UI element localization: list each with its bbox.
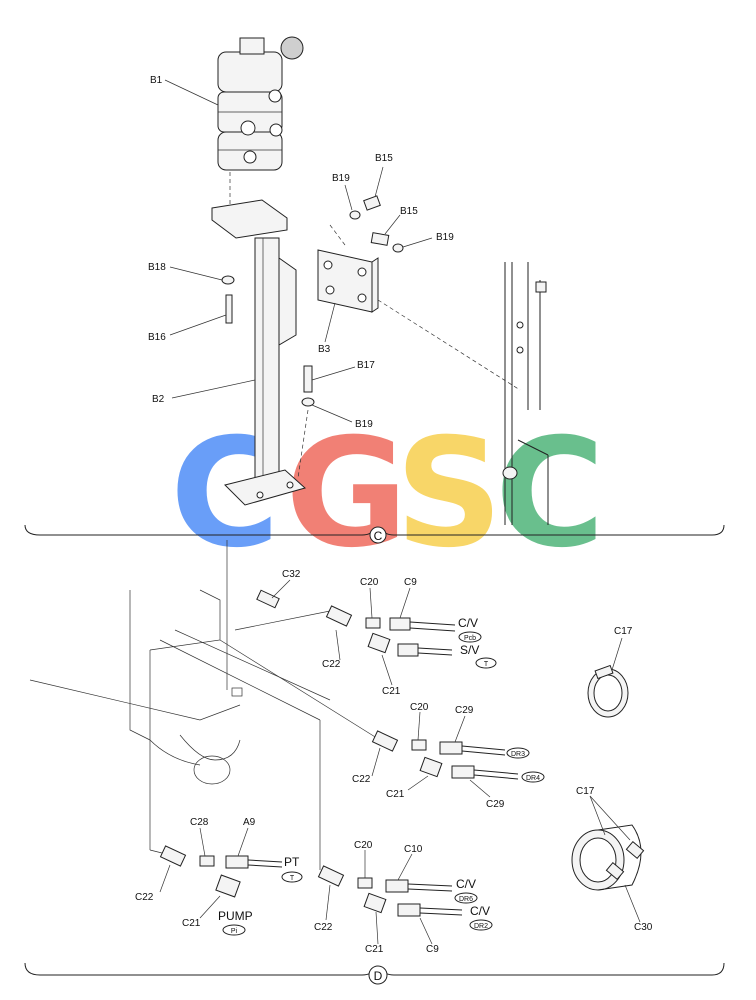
fittings-row1 [325,605,456,657]
label-b2: B2 [152,394,165,405]
label-dr2: DR2 [474,923,488,930]
pipe-bracket [278,257,297,346]
section-label-c: C [374,529,383,543]
label-b19-bottom: B19 [355,419,373,430]
label-c9-2: C9 [426,944,439,955]
label-c21-4: C21 [365,944,384,955]
label-b1: B1 [150,75,163,86]
label-c20-1: C20 [360,577,379,588]
label-pt: PT [284,855,300,869]
bolt-b15 [363,195,381,211]
stand-pipe-b2 [254,237,280,484]
label-c29-1: C29 [455,705,474,716]
fittings-row3 [159,845,283,898]
label-t-1: T [484,661,489,668]
label-c32: C32 [282,569,301,580]
label-b16: B16 [148,332,166,343]
label-pump: PUMP [218,909,253,923]
label-a9: A9 [243,817,256,828]
washer-b18 [221,275,235,285]
section-d-divider: D [24,962,725,985]
label-b17: B17 [357,360,375,371]
watermark-letter-3: S [395,407,503,581]
label-dr3: DR3 [511,751,525,758]
label-sv: S/V [460,643,479,657]
washer-b19 [349,210,361,220]
label-b15-top: B15 [375,153,393,164]
label-cv-2: C/V [456,877,476,891]
section-c-divider: C [24,524,725,544]
clamp-c17-small [587,664,629,718]
label-c22-3: C22 [135,892,154,903]
label-b19-top: B19 [332,173,350,184]
hose-c30-with-clamps [571,824,645,891]
base-plate [224,469,307,506]
label-b15-mid: B15 [400,206,418,217]
label-cv-3: C/V [470,904,490,918]
fitting-c32 [256,589,280,609]
fittings-row4 [317,865,463,917]
label-t-2: T [290,875,295,882]
label-c20-2: C20 [410,702,429,713]
upper-assembly: B1 B15 B19 B15 B19 B18 B16 B3 B17 B2 B19 [148,36,549,525]
watermark-letter-2: G [285,407,408,581]
label-c21-1: C21 [382,686,401,697]
fittings-row2 [371,730,519,780]
label-pcb: Pcb [464,635,476,642]
label-c17-2: C17 [576,786,595,797]
lower-assembly: C32 C20 C9 C/V Pcb C22 S/V T C21 C17 C20… [29,540,653,955]
label-c22-4: C22 [314,922,333,933]
section-label-d: D [374,969,383,983]
label-b3: B3 [318,344,331,355]
label-c21-3: C21 [182,918,201,929]
label-dr6: DR6 [459,896,473,903]
label-c20-3: C20 [354,840,373,851]
label-c17-1: C17 [614,626,633,637]
label-c28: C28 [190,817,209,828]
label-c9-1: C9 [404,577,417,588]
valve-block-b1 [217,36,304,171]
label-b19-mid: B19 [436,232,454,243]
label-c10: C10 [404,844,423,855]
bolt-b15-2 [370,232,390,246]
label-b18: B18 [148,262,166,273]
watermark-letter-4: C [495,407,605,581]
label-pi: Pi [231,928,238,935]
bolt-b17 [303,365,313,393]
label-c21-2: C21 [386,789,405,800]
label-c22-2: C22 [352,774,371,785]
bolt-b16 [225,294,233,324]
bracket-b3 [317,249,373,313]
top-plate [211,199,288,239]
label-c29-2: C29 [486,799,505,810]
frame-right [502,262,549,525]
label-cv-1: C/V [458,616,478,630]
label-c30: C30 [634,922,653,933]
label-c22-1: C22 [322,659,341,670]
label-dr4: DR4 [526,775,540,782]
